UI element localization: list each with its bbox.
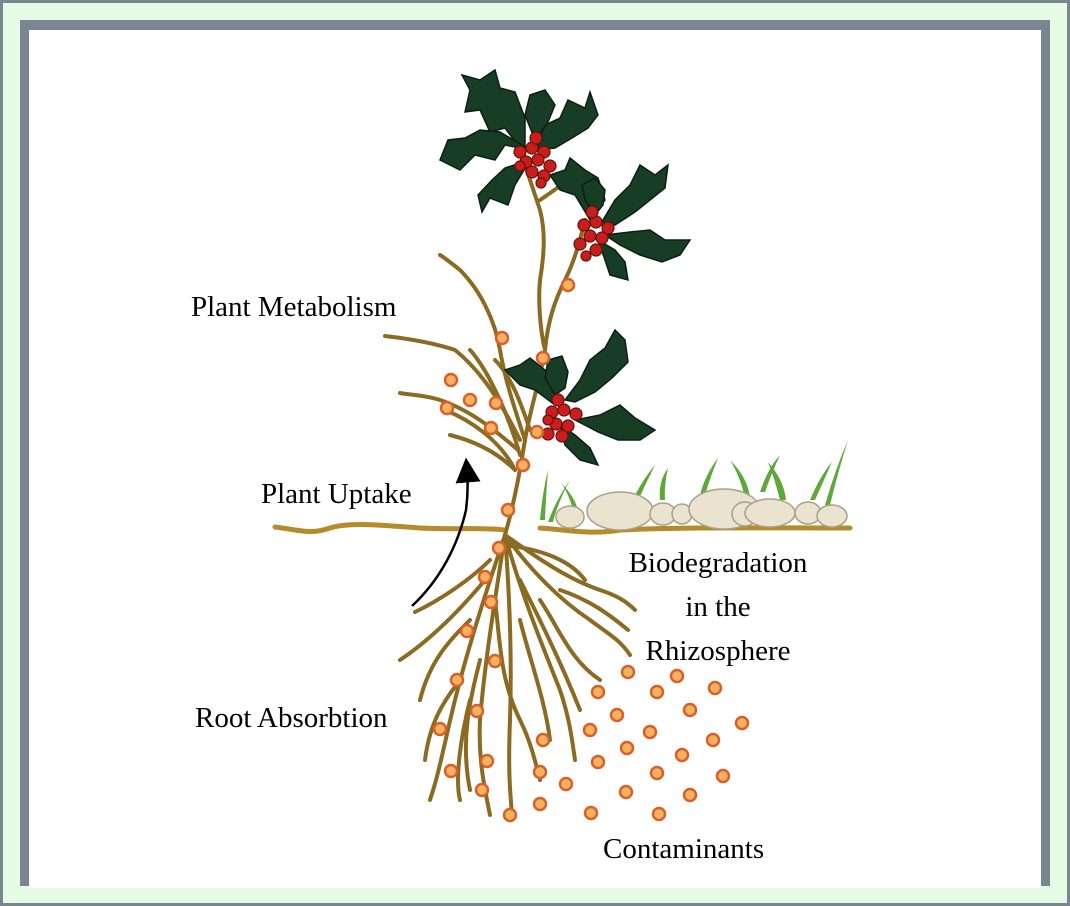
rocks (556, 489, 847, 530)
biodegradation-line-3: Rhizosphere (598, 634, 838, 668)
biodegradation-line-1: Biodegradation (598, 546, 838, 580)
stems (385, 165, 585, 535)
plant-uptake-label: Plant Uptake (261, 477, 412, 511)
root-absorption-label: Root Absorbtion (195, 701, 388, 735)
contaminants-label: Contaminants (603, 832, 764, 866)
plant-metabolism-label: Plant Metabolism (191, 290, 396, 324)
biodegradation-line-2: in the (598, 590, 838, 624)
biodegradation-label: Biodegradation in the Rhizosphere (598, 546, 838, 668)
